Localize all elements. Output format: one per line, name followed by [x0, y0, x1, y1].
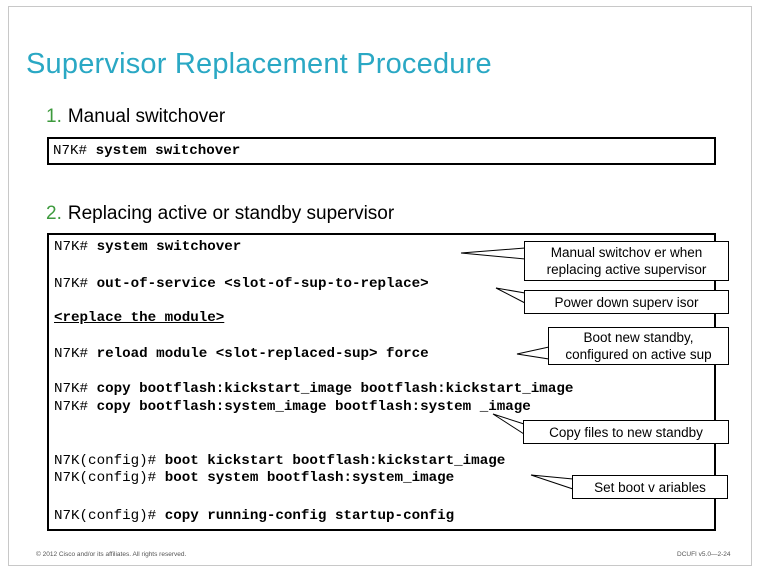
callout-power-down: Power down superv isor — [524, 290, 729, 314]
callout-text-line: configured on active sup — [565, 347, 712, 362]
code-command: reload module <slot-replaced-sup> force — [96, 346, 429, 362]
code-prompt: N7K(config)# — [54, 453, 157, 469]
code-command: system switchover — [96, 239, 242, 255]
code-command: system switchover — [95, 143, 241, 159]
footer-course-id: DCUFI v5.0—2-24 — [677, 551, 731, 558]
code-command: copy bootflash:system_image bootflash:sy… — [96, 399, 531, 415]
callout-text-line: replacing active supervisor — [546, 262, 707, 277]
step-1-code-box — [47, 137, 716, 165]
code-command: copy bootflash:kickstart_image bootflash… — [96, 381, 574, 397]
code-command: boot system bootflash:system_image — [164, 470, 455, 486]
code-line-2: N7K# out-of-service <slot-of-sup-to-repl… — [54, 276, 429, 292]
code-prompt: N7K# — [54, 276, 89, 292]
footer-copyright: © 2012 Cisco and/or its affiliates. All … — [36, 551, 187, 558]
callout-set-boot: Set boot v ariables — [572, 475, 728, 499]
code-prompt: N7K# — [54, 239, 89, 255]
step-2-number: 2. — [46, 203, 62, 224]
code-prompt: N7K(config)# — [54, 508, 157, 524]
code-line-3: <replace the module> — [54, 310, 224, 326]
code-prompt: N7K# — [54, 399, 89, 415]
slide-title: Supervisor Replacement Procedure — [26, 48, 492, 80]
step-2-heading: 2.Replacing active or standby supervisor — [46, 203, 394, 225]
step-1-number: 1. — [46, 106, 62, 127]
code-line-9: N7K(config)# copy running-config startup… — [54, 508, 454, 524]
step-1-label: Manual switchover — [67, 106, 226, 127]
code-prompt: N7K# — [53, 143, 88, 159]
code-command: boot kickstart bootflash:kickstart_image — [164, 453, 506, 469]
code-note: <replace the module> — [54, 310, 225, 326]
code-prompt: N7K(config)# — [54, 470, 157, 486]
code-command: copy running-config startup-config — [164, 508, 455, 524]
callout-boot-standby: Boot new standby, configured on active s… — [548, 327, 729, 365]
callout-copy-files: Copy files to new standby — [523, 420, 729, 444]
code-line-4: N7K# reload module <slot-replaced-sup> f… — [54, 346, 429, 362]
code-line-6: N7K# copy bootflash:system_image bootfla… — [54, 399, 531, 415]
step-1-code-line: N7K# system switchover — [53, 143, 240, 159]
code-line-7: N7K(config)# boot kickstart bootflash:ki… — [54, 453, 505, 469]
step-1-heading: 1.Manual switchover — [46, 106, 225, 128]
code-prompt: N7K# — [54, 381, 89, 397]
step-2-label: Replacing active or standby supervisor — [67, 203, 395, 224]
callout-text-line: Manual switchov er when — [550, 245, 703, 260]
code-line-5: N7K# copy bootflash:kickstart_image boot… — [54, 381, 573, 397]
code-prompt: N7K# — [54, 346, 89, 362]
callout-manual-switchover: Manual switchov er when replacing active… — [524, 241, 729, 281]
code-line-8: N7K(config)# boot system bootflash:syste… — [54, 470, 454, 486]
callout-text-line: Boot new standby, — [583, 330, 694, 345]
code-line-1: N7K# system switchover — [54, 239, 241, 255]
code-command: out-of-service <slot-of-sup-to-replace> — [96, 276, 429, 292]
